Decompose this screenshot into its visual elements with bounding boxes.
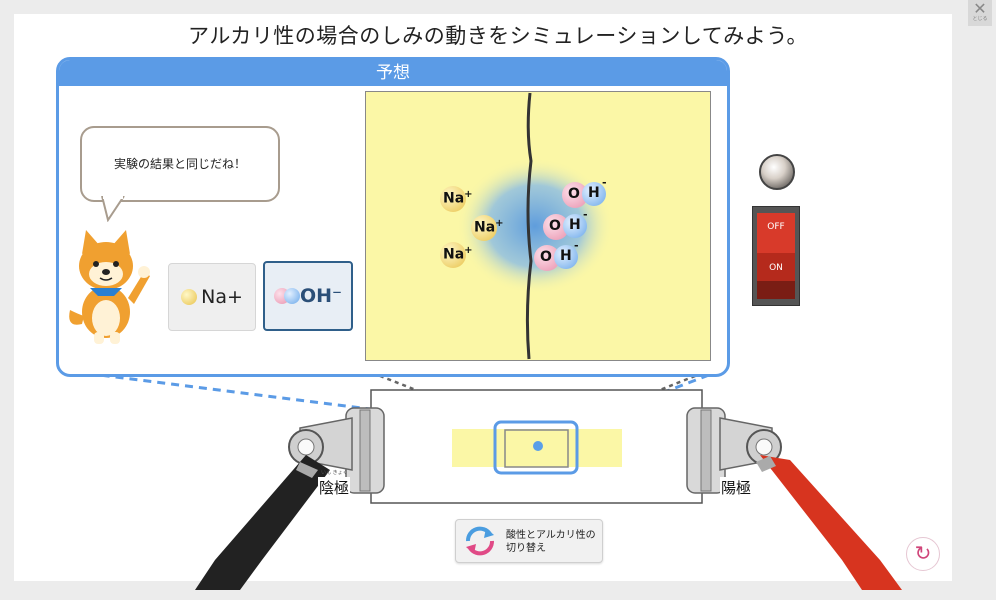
- anode-cable: [760, 455, 902, 590]
- yellow-ion-icon: [181, 289, 198, 305]
- zoom-frame: [493, 420, 579, 475]
- na-ion-label: Na+: [474, 218, 504, 236]
- cation-legend-label: Na+: [201, 286, 243, 308]
- close-label: とじる: [972, 16, 988, 22]
- cathode-ruby: いん きょく: [321, 470, 348, 476]
- zoomed-paper-view: [365, 91, 711, 361]
- cathode-label: 陰極: [318, 477, 351, 498]
- na-ion-label: Na+: [443, 245, 473, 263]
- switch-on-label[interactable]: ON: [757, 253, 795, 281]
- pink-blue-ion-icon: [273, 288, 300, 304]
- switch-off-label[interactable]: OFF: [757, 213, 795, 253]
- switch-base: [757, 281, 795, 299]
- indicator-lamp: [759, 154, 795, 190]
- cathode-cable: [195, 455, 330, 590]
- na-ion: [440, 186, 466, 212]
- close-button[interactable]: ✕ とじる: [968, 0, 992, 26]
- dog-mascot: [69, 230, 150, 344]
- anion-legend-button[interactable]: OH⁻: [263, 261, 353, 331]
- toggle-label-line1: 酸性とアルカリ性の: [506, 530, 596, 541]
- speech-bubble: 実験の結果と同じだね！: [80, 126, 280, 202]
- oh-ion: O H -: [543, 208, 591, 240]
- na-ion: [471, 215, 497, 241]
- paper-crease: [525, 92, 533, 360]
- reset-icon: ↻: [914, 541, 932, 565]
- oh-ion: O H -: [534, 239, 582, 271]
- speech-bubble-text: 実験の結果と同じだね！: [113, 157, 246, 171]
- close-icon: ✕: [973, 0, 987, 18]
- acid-alkali-toggle-button[interactable]: 酸性とアルカリ性の 切り替え: [455, 519, 603, 563]
- na-ion-label: Na+: [443, 189, 473, 207]
- stain-dot: [533, 441, 543, 451]
- cation-legend-button[interactable]: Na+: [168, 263, 256, 331]
- speech-bubble-tail: [101, 196, 125, 222]
- zoom-inner: [504, 429, 569, 468]
- anode-label: 陽極: [720, 477, 753, 498]
- cycle-arrows-icon: [465, 526, 495, 556]
- power-switch[interactable]: OFF ON: [752, 206, 800, 306]
- na-ion: [440, 242, 466, 268]
- oh-ion: O H -: [562, 176, 610, 208]
- prediction-header: 予想: [59, 60, 727, 86]
- toggle-label-line2: 切り替え: [506, 543, 546, 554]
- anion-legend-label: OH⁻: [299, 285, 343, 307]
- reset-button[interactable]: ↻: [906, 537, 940, 571]
- page-title: アルカリ性の場合のしみの動きをシミュレーションしてみよう。: [188, 24, 808, 48]
